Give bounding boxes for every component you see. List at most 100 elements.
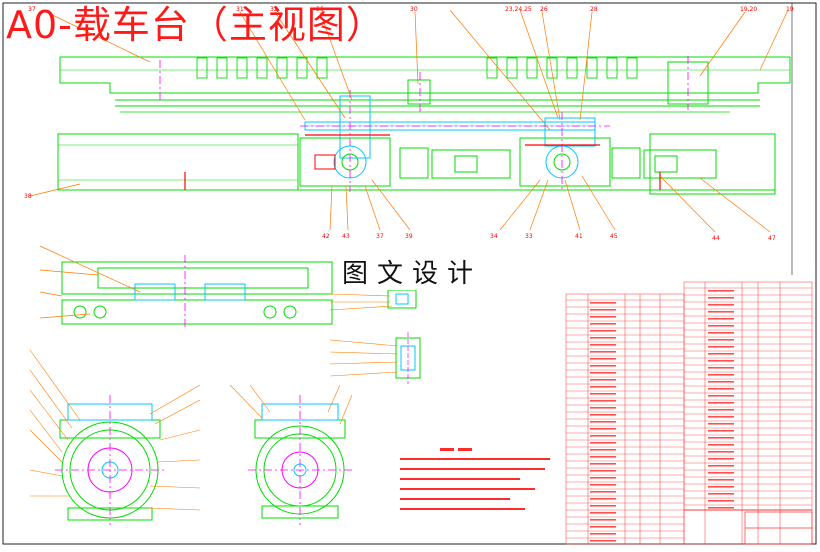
table-cell-text (590, 449, 616, 451)
table-cell-text (590, 491, 616, 493)
detail-views (387, 289, 421, 384)
table-cell-text (708, 402, 734, 404)
table-cell-text (590, 351, 616, 353)
table-cell-text (708, 423, 734, 425)
svg-text:42: 42 (322, 233, 330, 240)
table-cell-text (590, 519, 616, 521)
leader-lines-detail (329, 293, 399, 377)
table-cell-text (590, 379, 616, 381)
table-cell-text (590, 400, 616, 402)
svg-text:38: 38 (24, 193, 32, 200)
table-cell-text (708, 339, 734, 341)
table-cell-text (590, 344, 616, 346)
svg-text:30: 30 (410, 6, 418, 13)
svg-text:26: 26 (540, 6, 548, 13)
table-cell-text (590, 435, 616, 437)
table-cell-text (708, 430, 734, 432)
table-cell-text (708, 437, 734, 439)
table-cell-text (708, 353, 734, 355)
svg-text:41: 41 (575, 233, 583, 240)
table-cell-text (590, 316, 616, 318)
table-cell-text (708, 360, 734, 362)
svg-text:47: 47 (768, 235, 776, 242)
table-cell-text (708, 500, 734, 502)
table-cell-text (590, 393, 616, 395)
table-cell-text (708, 297, 734, 299)
top-view (61, 255, 333, 330)
table-cell-text (708, 507, 734, 509)
table-cell-text (590, 456, 616, 458)
table-cell-text (590, 358, 616, 360)
table-cell-text (590, 428, 616, 430)
front-view (57, 56, 791, 195)
svg-text:45: 45 (610, 233, 618, 240)
leader-lines-section (29, 349, 353, 511)
title-block (744, 511, 813, 545)
leader-lines-front (29, 9, 789, 233)
table-cell-text (708, 367, 734, 369)
table-cell-text (708, 290, 734, 292)
table-cell-text (708, 395, 734, 397)
table-cell-text (708, 451, 734, 453)
svg-text:33: 33 (525, 233, 533, 240)
table-cell-text (708, 318, 734, 320)
table-cell-text (708, 444, 734, 446)
table-cell-text (708, 304, 734, 306)
table-cell-text (590, 540, 616, 542)
table-cell-text (590, 407, 616, 409)
svg-text:28: 28 (590, 6, 598, 13)
table-cell-text (708, 416, 734, 418)
table-cell-text (590, 442, 616, 444)
table-cell-text (708, 388, 734, 390)
svg-text:44: 44 (712, 235, 720, 242)
section-view-right (248, 395, 352, 525)
svg-text:31: 31 (236, 6, 244, 13)
table-cell-text (590, 309, 616, 311)
table-cell-text (590, 526, 616, 528)
svg-text:34: 34 (490, 233, 498, 240)
table-cell-text (590, 533, 616, 535)
table-cell-text (708, 493, 734, 495)
drawing-subtitle: 图文设计 (338, 258, 487, 290)
table-cell-text (590, 421, 616, 423)
table-cell-text (708, 374, 734, 376)
table-cell-text (590, 372, 616, 374)
table-cell-text (708, 472, 734, 474)
table-cell-text (590, 414, 616, 416)
table-cell-text (708, 479, 734, 481)
table-cell-text (590, 365, 616, 367)
table-cell-text (590, 302, 616, 304)
drawing-title: A0-载车台（主视图） (6, 3, 385, 47)
table-cell-text (708, 381, 734, 383)
table-cell-text (708, 486, 734, 488)
svg-text:23,24,25: 23,24,25 (505, 6, 532, 13)
table-cell-text (708, 465, 734, 467)
table-cell-text (708, 325, 734, 327)
parts-list-rows (566, 287, 812, 542)
table-cell-text (590, 337, 616, 339)
table-cell-text (590, 484, 616, 486)
table-cell-text (708, 332, 734, 334)
technical-requirements (400, 448, 550, 510)
svg-text:39: 39 (405, 233, 413, 240)
table-cell-text (708, 346, 734, 348)
table-cell-text (590, 498, 616, 500)
table-cell-text (590, 470, 616, 472)
parts-list-right (683, 281, 813, 545)
table-cell-text (590, 386, 616, 388)
svg-text:32: 32 (270, 6, 278, 13)
table-cell-text (590, 477, 616, 479)
table-cell-text (708, 311, 734, 313)
svg-text:19: 19 (786, 6, 794, 13)
table-cell-text (590, 330, 616, 332)
table-cell-text (590, 323, 616, 325)
table-cell-text (590, 463, 616, 465)
sheet-border (2, 2, 817, 545)
leader-lines-top (39, 245, 141, 319)
svg-text:36: 36 (316, 6, 324, 13)
svg-text:37: 37 (28, 6, 36, 13)
svg-text:37: 37 (376, 233, 384, 240)
